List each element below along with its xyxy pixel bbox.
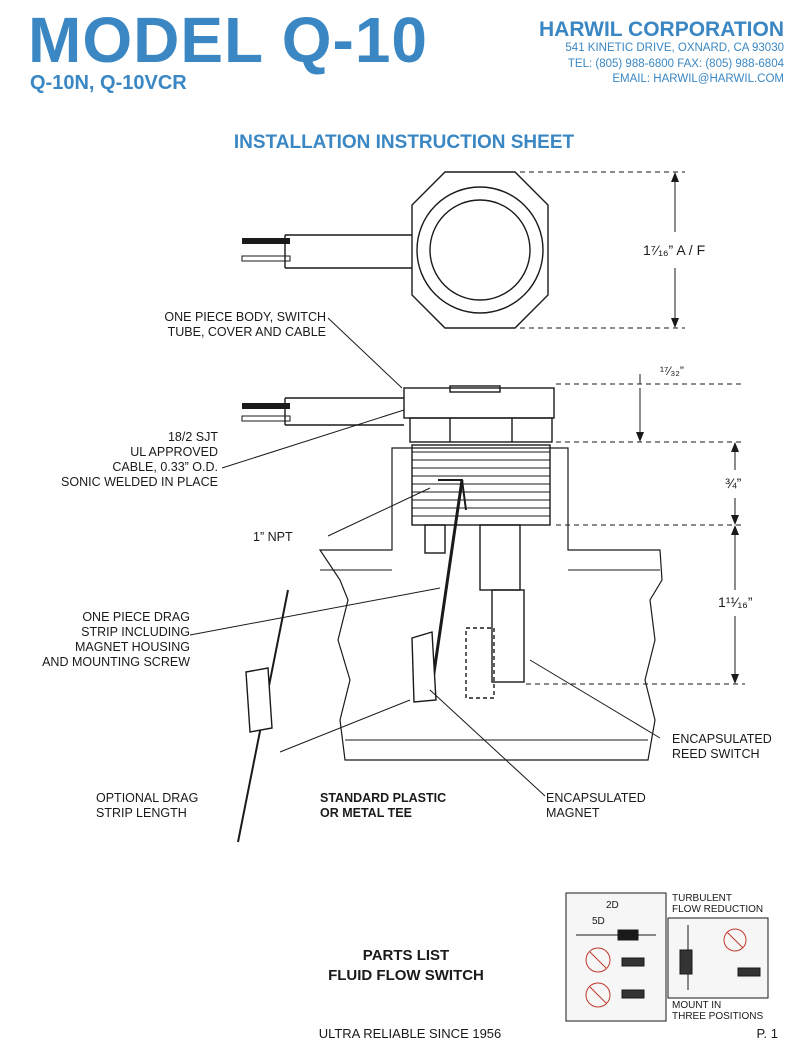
magnet-housing [411, 631, 437, 703]
body-label: ONE PIECE BODY, SWITCH TUBE, COVER AND C… [164, 310, 326, 340]
turbulent-line-2: FLOW REDUCTION [672, 904, 764, 915]
company-name: HARWIL CORPORATION [539, 18, 784, 41]
magnet-label-line-2: MAGNET [546, 806, 600, 820]
company-address: 541 KINETIC DRIVE, OXNARD, CA 93030 [565, 42, 784, 55]
page-number: P. 1 [756, 1026, 778, 1041]
body-label-line-1: ONE PIECE BODY, SWITCH [164, 310, 326, 324]
tee-label: STANDARD PLASTIC OR METAL TEE [320, 791, 446, 821]
inset-2d-label: 2D [606, 900, 619, 911]
company-block: HARWIL CORPORATION 541 KINETIC DRIVE, OX… [539, 18, 784, 88]
magnet-label: ENCAPSULATED MAGNET [546, 791, 646, 821]
model-title: MODEL Q-10 [28, 4, 428, 76]
tube-length-dimension: 1¹¹⁄₁₆” [718, 594, 753, 610]
drag-label-line-1: ONE PIECE DRAG [82, 610, 190, 624]
optional-label-line-1: OPTIONAL DRAG [96, 791, 199, 805]
drag-label-line-2: STRIP INCLUDING [81, 625, 190, 639]
reed-label-line-2: REED SWITCH [672, 747, 760, 761]
reed-label-line-1: ENCAPSULATED [672, 732, 772, 746]
parts-list-subtitle: FLUID FLOW SWITCH [328, 967, 484, 984]
inset-5d-label: 5D [592, 916, 605, 927]
model-variants: Q-10N, Q-10VCR [30, 72, 187, 94]
drag-strip-label: ONE PIECE DRAG STRIP INCLUDING MAGNET HO… [42, 610, 190, 670]
company-email[interactable]: EMAIL: HARWIL@HARWIL.COM [612, 73, 784, 86]
drag-label-line-4: AND MOUNTING SCREW [42, 655, 190, 669]
reed-switch-label: ENCAPSULATED REED SWITCH [672, 732, 772, 762]
tee-label-line-1: STANDARD PLASTIC [320, 791, 447, 805]
mount-positions-label: MOUNT IN THREE POSITIONS [672, 1000, 763, 1022]
thread-length-dimension: ¾” [725, 475, 742, 491]
mount-line-1: MOUNT IN [672, 1000, 722, 1011]
mount-line-2: THREE POSITIONS [672, 1011, 764, 1022]
across-flats-dimension: 1⁷⁄₁₆” A / F [643, 242, 706, 258]
cable-label-line-2: UL APPROVED [130, 445, 218, 459]
parts-list-heading: PARTS LIST FLUID FLOW SWITCH [296, 946, 516, 986]
company-phone: TEL: (805) 988-6800 FAX: (805) 988-6804 [567, 57, 784, 70]
footer-tagline: ULTRA RELIABLE SINCE 1956 [318, 1026, 502, 1041]
magnet-label-line-1: ENCAPSULATED [546, 791, 646, 805]
optional-label-line-2: STRIP LENGTH [96, 806, 187, 820]
cable-label-line-1: 18/2 SJT [167, 430, 218, 444]
optional-housing [245, 667, 273, 733]
drag-label-line-3: MAGNET HOUSING [74, 640, 190, 654]
cable-label: 18/2 SJT UL APPROVED CABLE, 0.33” O.D. S… [61, 430, 218, 490]
tee-label-line-2: OR METAL TEE [320, 806, 412, 820]
parts-list-title: PARTS LIST [362, 947, 450, 964]
cable-label-line-4: SONIC WELDED IN PLACE [61, 475, 218, 489]
cap-height-dimension: ¹⁷⁄₃₂” [660, 364, 684, 378]
mounting-inset [565, 892, 769, 1022]
optional-length-label: OPTIONAL DRAG STRIP LENGTH [96, 791, 198, 821]
cable-label-line-3: CABLE, 0.33” O.D. [112, 460, 218, 474]
npt-label: 1” NPT [253, 530, 293, 544]
turbulent-line-1: TURBULENT [672, 893, 733, 904]
body-label-line-2: TUBE, COVER AND CABLE [167, 325, 326, 339]
sheet-title: INSTALLATION INSTRUCTION SHEET [233, 132, 575, 153]
hex-nut-top-view [411, 171, 549, 329]
turbulent-label: TURBULENT FLOW REDUCTION [672, 893, 763, 915]
